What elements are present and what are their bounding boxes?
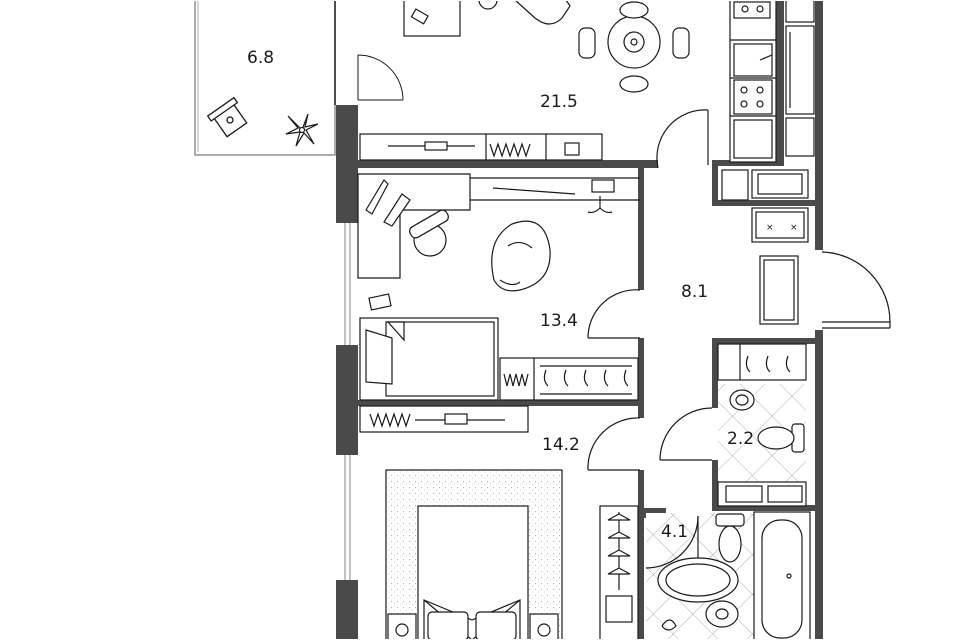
wall-shaft-top: [712, 166, 718, 206]
wall-wc-left-2: [712, 460, 718, 508]
walls: [336, 0, 823, 640]
armchair-icon: [514, 0, 571, 25]
bathtub-icon: [753, 511, 811, 640]
wall-left-bottom: [336, 580, 358, 640]
master-door-swing: [587, 417, 641, 471]
wall-kitchen-bottom: [712, 160, 784, 166]
balcony-outline: [194, 0, 336, 156]
sink-icon: [733, 43, 773, 77]
hooks-icon: [587, 196, 613, 214]
living-kitchen: [359, 0, 815, 169]
books-icon-2: [503, 373, 529, 387]
desk-chair-icon: [409, 209, 449, 257]
area-label-bedroom-small: 13.4: [540, 311, 578, 331]
desk-lamp-icon: [365, 179, 389, 215]
hangers-icon-2: [607, 513, 631, 575]
bath-toilet-icon: [715, 513, 745, 563]
wall-between-bedrooms: [358, 400, 640, 406]
wall-kitchen-right: [776, 0, 784, 165]
wc-toilet-icon: [757, 423, 805, 453]
media-unit: [359, 133, 603, 161]
wall-right-exterior-2: [815, 330, 823, 640]
balcony-door-swing: [357, 54, 404, 101]
fridge: [785, 0, 815, 23]
books-icon: [489, 142, 531, 158]
monitor-icon: [591, 179, 615, 193]
wall-wc-top: [712, 338, 822, 344]
bath-door-swing: [645, 515, 699, 569]
wall-left-mid2: [336, 345, 358, 455]
living-door-swing: [656, 109, 709, 169]
nightstand-phone-icon: [368, 293, 392, 311]
stove-icon: [733, 1, 771, 19]
wall-bath-left: [640, 508, 646, 518]
area-label-bathroom: 4.1: [661, 522, 689, 542]
wc: [717, 343, 807, 507]
area-label-balcony: 6.8: [247, 48, 275, 68]
wc-door-swing: [659, 407, 713, 461]
wall-bedroom-hall-2: [638, 338, 644, 418]
bath-sink-icon: [705, 600, 739, 628]
wall-wc-bottom: [712, 505, 822, 511]
wall-bedroom-hall: [638, 168, 644, 290]
bathroom: [645, 511, 811, 640]
towel-icon: [661, 619, 677, 631]
speaker-icon: [564, 142, 580, 156]
area-label-hallway: 8.1: [681, 282, 709, 302]
oven-column: [785, 25, 815, 115]
plant-icon: [285, 113, 319, 147]
oval-rug-icon: [657, 557, 739, 603]
svg-text:×: ×: [790, 223, 798, 233]
dresser: [359, 405, 529, 433]
wall-left-mid: [336, 165, 358, 223]
double-bed-icon: [417, 505, 529, 640]
shirts-icon: [605, 595, 633, 623]
svg-text:×: ×: [766, 223, 774, 233]
phone-icon: [410, 8, 429, 25]
balcony: [194, 0, 404, 156]
bedroom-small: [344, 173, 640, 401]
washer: [721, 169, 749, 201]
wall-bath-left-2: [646, 508, 666, 513]
bedroom-door-swing: [587, 289, 641, 339]
area-label-wc: 2.2: [727, 429, 755, 449]
wc-cabinet: [717, 343, 807, 381]
wall-right-exterior: [815, 0, 823, 250]
hob-icon: [733, 79, 773, 115]
tall-cabinet: [785, 117, 815, 157]
kitchen-counter: [729, 0, 777, 163]
area-label-living-kitchen: 21.5: [540, 92, 578, 112]
single-bed-icon: [359, 317, 499, 401]
balcony-chair-icon: [206, 96, 248, 138]
wall-bedroom-hall-3: [638, 470, 644, 640]
wall-shaft-bottom: [712, 200, 822, 206]
hallway: [587, 251, 891, 471]
tv-icon: [424, 141, 448, 151]
hangers-icon: [543, 369, 629, 387]
wall-living-bedroom: [358, 160, 658, 168]
bedroom-master: [344, 405, 639, 640]
wall-wc-left: [712, 344, 718, 408]
entry-door-swing: [821, 251, 891, 323]
bean-bag-icon: [491, 220, 551, 292]
lamp-icon: [478, 0, 498, 10]
wall-left-top: [336, 105, 358, 165]
dining-table-icon: [578, 1, 690, 93]
books-icon-3: [369, 412, 411, 428]
area-label-bedroom-master: 14.2: [542, 435, 580, 455]
utility: × ×: [721, 169, 809, 243]
